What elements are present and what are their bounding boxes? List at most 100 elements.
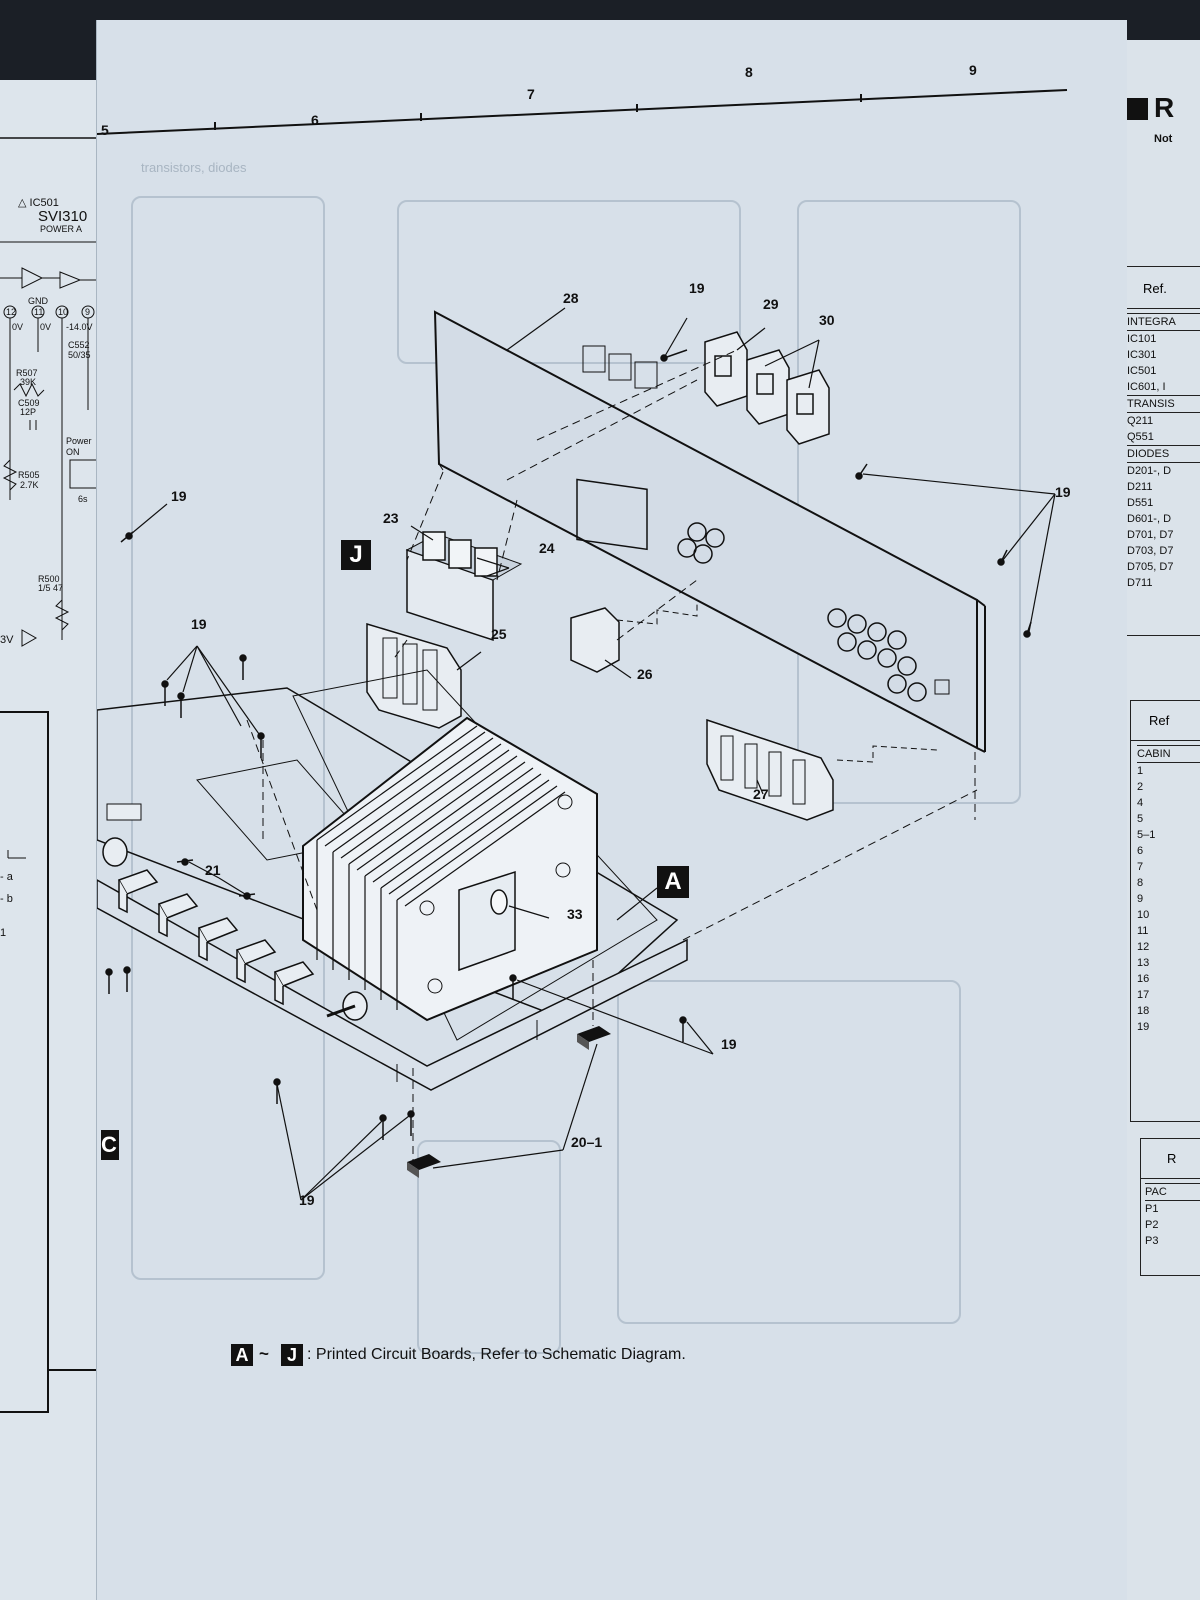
table1-row: TRANSIS: [1127, 395, 1200, 413]
callout-27: 27: [753, 786, 769, 802]
table2-row: CABIN: [1137, 745, 1200, 763]
ruler-mark-6: 6: [311, 112, 319, 128]
table3-header: R: [1141, 1139, 1200, 1179]
callout-19-top: 19: [689, 280, 705, 296]
voltage-1: 0V: [12, 322, 24, 332]
r500-label: R500: [38, 574, 60, 584]
table2-header: Ref: [1131, 701, 1200, 741]
schematic-lines: [0, 137, 100, 1413]
board-badge-j: J: [341, 540, 371, 570]
table1-row: IC101: [1127, 333, 1157, 345]
callout-23: 23: [383, 510, 399, 526]
callout-28: 28: [563, 290, 579, 306]
table2-row: 6: [1137, 845, 1144, 857]
right-heading: R: [1154, 92, 1175, 123]
ruler-mark-9: 9: [969, 62, 977, 78]
table3-row: P2: [1145, 1219, 1159, 1231]
table2-row: 5: [1137, 813, 1144, 825]
heading-square-icon: [1126, 98, 1148, 120]
table2-row: 19: [1137, 1021, 1150, 1033]
ruler-mark-7: 7: [527, 86, 535, 102]
callout-26: 26: [637, 666, 653, 682]
voltage-3v: 3V: [0, 634, 14, 646]
table2-row: 17: [1137, 989, 1150, 1001]
table2-row: 8: [1137, 877, 1144, 889]
ghost-pcb-bottom: [617, 980, 961, 1324]
board-badge-c: C: [101, 1130, 119, 1160]
pin-9: 9: [85, 307, 91, 317]
exploded-view-drawing: [97, 89, 1068, 1201]
ruler-mark-5: 5: [101, 122, 109, 138]
callout-19-mid: 19: [191, 616, 207, 632]
table3-row: P1: [1145, 1203, 1159, 1215]
r500-value: 1/5 47: [38, 583, 64, 593]
table1-row: D701, D7: [1127, 529, 1174, 541]
callout-21: 21: [205, 862, 221, 878]
table2-row: 5–1: [1137, 829, 1156, 841]
table1-row: D703, D7: [1127, 545, 1174, 557]
callout-30: 30: [819, 312, 835, 328]
ghost-text-1: transistors, diodes: [141, 160, 247, 175]
table2-row: 7: [1137, 861, 1144, 873]
row-a: - a: [0, 871, 13, 883]
callout-24: 24: [539, 540, 555, 556]
ghost-panel-right: [797, 200, 1021, 804]
callout-25: 25: [491, 626, 507, 642]
r507-value: 39K: [20, 377, 37, 387]
callout-19-right: 19: [1055, 484, 1071, 500]
table2-row: 11: [1137, 925, 1149, 937]
c552-value: 50/35: [68, 350, 91, 360]
table1-row: D211: [1127, 481, 1153, 493]
r505-label: R505: [18, 470, 40, 480]
c509-value: 12P: [20, 407, 37, 417]
left-page-schematic: △ IC501 SVI310 POWER A GND 12 11 10 9 0V…: [0, 80, 100, 1600]
c552-label: C552: [68, 340, 90, 350]
bracket-label: 1: [0, 927, 7, 939]
table2-row: 12: [1137, 941, 1150, 953]
voltage-2: 0V: [40, 322, 52, 332]
main-page-exploded-view: 5 6 7 8 9 transistors, diodes 28 19 29 3…: [96, 20, 1127, 1600]
table2-row: 9: [1137, 893, 1144, 905]
legend-badge-a: A: [231, 1344, 253, 1366]
ic-label: △ IC501: [18, 197, 59, 209]
ic-model: SVI310: [38, 208, 88, 225]
c509-label: C509: [18, 398, 40, 408]
pin-gnd: GND: [28, 296, 48, 306]
table2-row: 2: [1137, 781, 1144, 793]
table1-row: D711: [1127, 577, 1153, 589]
ghost-jack: [417, 1140, 561, 1354]
table2-row: 4: [1137, 797, 1144, 809]
legend-text: : Printed Circuit Boards, Refer to Schem…: [307, 1346, 686, 1363]
callout-19-left: 19: [171, 488, 187, 504]
table1-row: IC501: [1127, 365, 1157, 377]
legend-badge-j: J: [281, 1344, 303, 1366]
ruler-mark-8: 8: [745, 64, 753, 80]
right-note: Not: [1154, 133, 1173, 145]
ghost-panel-top: [397, 200, 741, 364]
switch-label: 6s: [78, 494, 88, 504]
table2-row: 16: [1137, 973, 1150, 985]
callout-19-bottom: 19: [299, 1192, 315, 1208]
table2-row: 18: [1137, 1005, 1150, 1017]
table2-row: 1: [1137, 765, 1144, 777]
table1-row: Q211: [1127, 415, 1154, 427]
row-b: - b: [0, 893, 13, 905]
callout-19-lower: 19: [721, 1036, 737, 1052]
table3-row: PAC: [1145, 1183, 1200, 1201]
legend-separator: ~: [259, 1344, 269, 1363]
callout-20-1: 20–1: [571, 1134, 603, 1150]
callout-33: 33: [567, 906, 583, 922]
pin-11: 11: [34, 307, 44, 317]
table1-row: D601-, D: [1127, 513, 1172, 525]
table1-row: INTEGRA: [1127, 313, 1200, 331]
r505-value: 2.7K: [20, 480, 39, 490]
table1-row: D201-, D: [1127, 465, 1172, 477]
table1-row: Q551: [1127, 431, 1154, 443]
table1-header: Ref.: [1121, 267, 1200, 309]
table2-row: 13: [1137, 957, 1150, 969]
ic-sub: POWER A: [40, 224, 83, 234]
